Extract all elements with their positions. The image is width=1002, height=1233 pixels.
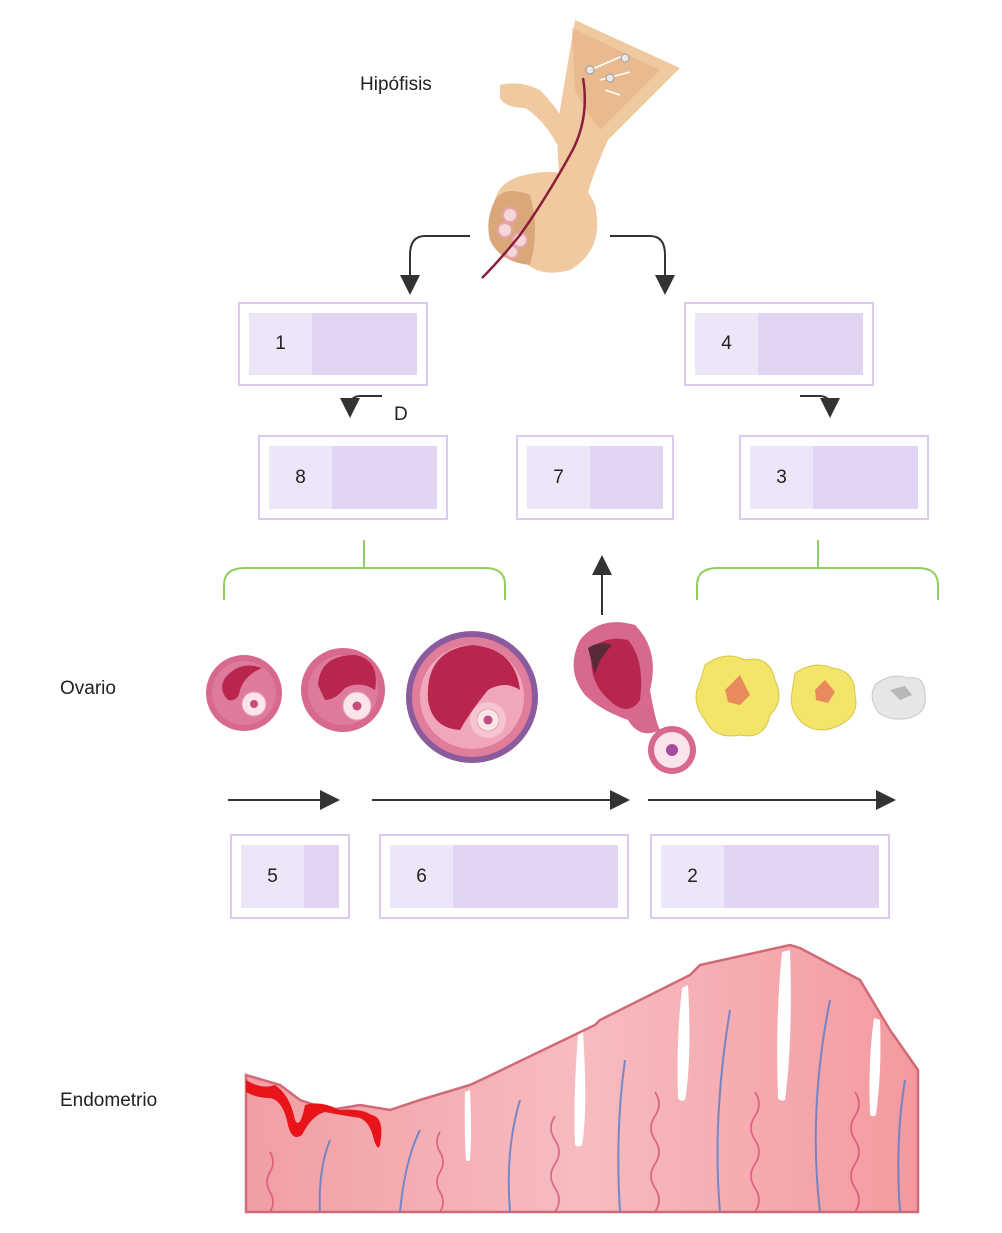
answer-box-4[interactable]: 4: [684, 302, 874, 386]
answer-box-2[interactable]: 2: [650, 834, 890, 919]
answer-box-1[interactable]: 1: [238, 302, 428, 386]
pituitary-arrows: [340, 235, 840, 615]
box-number: 4: [695, 313, 758, 375]
answer-box-7[interactable]: 7: [516, 435, 674, 520]
box-number: 7: [527, 446, 590, 509]
primary-follicle: [206, 655, 282, 731]
ovary-label: Ovario: [60, 678, 116, 699]
box-number: 6: [390, 845, 453, 908]
box-number: 5: [241, 845, 304, 908]
answer-box-3[interactable]: 3: [739, 435, 929, 520]
ovary-brackets: [223, 540, 939, 600]
endometrium-label: Endometrio: [60, 1090, 158, 1111]
box-number: 3: [750, 446, 813, 509]
letter-d-label: D: [394, 404, 408, 425]
answer-box-5[interactable]: 5: [230, 834, 350, 919]
ovulating-follicle: [573, 622, 696, 774]
secondary-follicle: [301, 648, 385, 732]
box-number: 2: [661, 845, 724, 908]
corpus-albicans: [871, 675, 926, 720]
pituitary-gland-illustration: [481, 20, 680, 279]
answer-box-8[interactable]: 8: [258, 435, 448, 520]
answer-box-6[interactable]: 6: [379, 834, 629, 919]
endometrium-tissue: [244, 943, 920, 1214]
box-number: 1: [249, 313, 312, 375]
mature-follicle: [406, 631, 538, 763]
corpus-luteum-regressing: [790, 664, 857, 731]
corpus-luteum: [695, 655, 780, 737]
box-number: 8: [269, 446, 332, 509]
pituitary-label: Hipófisis: [360, 74, 432, 95]
